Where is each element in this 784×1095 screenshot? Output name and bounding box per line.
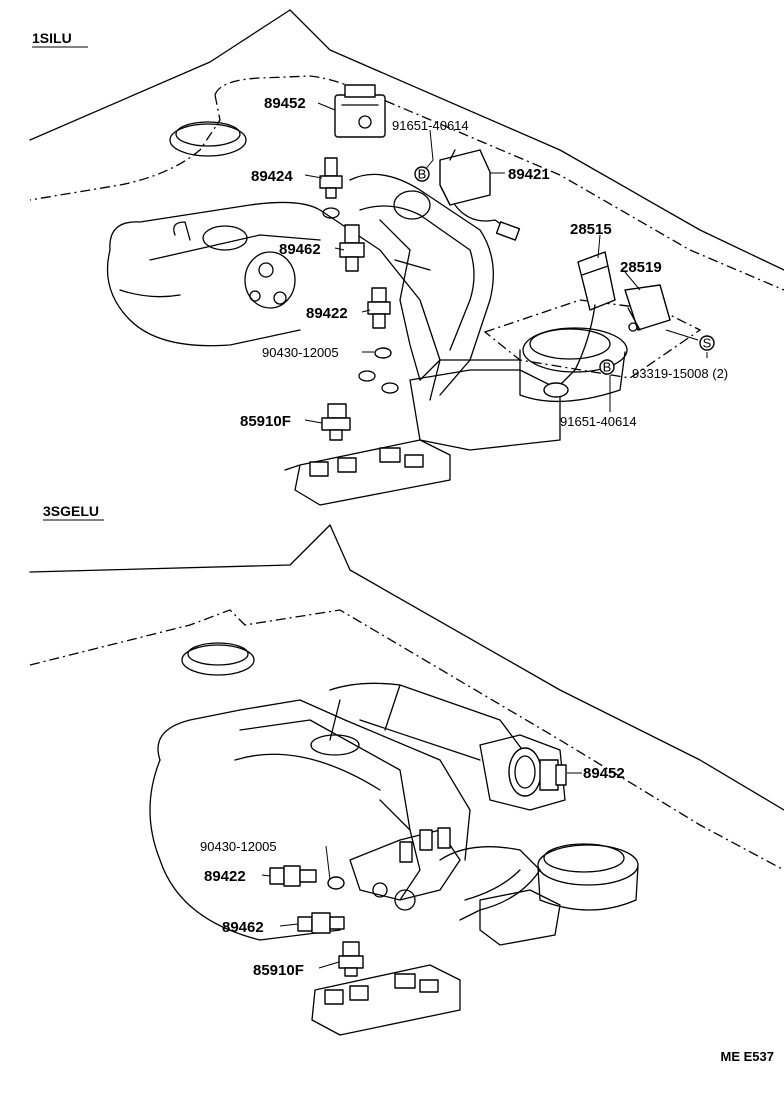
water-temp-sensor-89424: [319, 157, 343, 219]
label-28519: 28519: [620, 259, 662, 276]
label-91651-top: 91651-40614: [392, 118, 469, 133]
bottom-engine-bay: [29, 524, 784, 1036]
section-title-3sgelu: 3SGELU: [43, 503, 99, 519]
top-leaders: [304, 102, 708, 424]
label-89424: 89424: [251, 168, 293, 185]
top-labels: 1SILU 89452 91651-40614 89424 89421 2851…: [32, 30, 728, 430]
marker-b-bottom: B: [603, 360, 612, 375]
module-28515: [543, 251, 616, 398]
bottom-leaders: [261, 772, 582, 969]
label-89422-top: 89422: [306, 305, 348, 322]
bottom-parts: [269, 747, 567, 977]
temp-sensor-89422-bottom: [269, 865, 317, 887]
gasket-top: [374, 347, 392, 359]
label-89421: 89421: [508, 166, 550, 183]
throttle-position-sensor-bottom: [508, 747, 567, 797]
label-89462-top: 89462: [279, 241, 321, 258]
bracket-28519: [624, 284, 671, 332]
section-title-1silu: 1SILU: [32, 30, 72, 46]
label-28515: 28515: [570, 221, 612, 238]
label-90430-bottom: 90430-12005: [200, 839, 277, 854]
switch-85910f-bottom: [338, 941, 364, 977]
marker-s-right: S: [703, 336, 712, 351]
label-89452-top: 89452: [264, 95, 306, 112]
temp-sensor-89462-bottom: [297, 912, 345, 934]
label-85910f-top: 85910F: [240, 413, 291, 430]
top-parts: [319, 84, 671, 441]
label-91651-bottom: 91651-40614: [560, 414, 637, 429]
top-engine-bay: [29, 9, 784, 506]
label-93319: 93319-15008 (2): [632, 366, 728, 381]
figure-code: ME E537: [721, 1049, 774, 1064]
label-89422-bottom: 89422: [204, 868, 246, 885]
switch-85910f-top: [321, 403, 351, 441]
temp-sensor-89422: [367, 287, 391, 329]
bottom-labels: 3SGELU 89452 90430-12005 89422 89462 859…: [43, 503, 625, 979]
vacuum-sensor-89421: [439, 149, 521, 241]
top-markers: B B S: [414, 166, 715, 375]
label-85910f-bottom: 85910F: [253, 962, 304, 979]
label-89462-bottom: 89462: [222, 919, 264, 936]
throttle-position-sensor-top: [334, 84, 386, 138]
label-89452-bottom: 89452: [583, 765, 625, 782]
temp-sensor-89462: [339, 224, 365, 272]
gasket-bottom: [327, 876, 345, 890]
label-90430-top: 90430-12005: [262, 345, 339, 360]
marker-b-top: B: [418, 167, 427, 182]
